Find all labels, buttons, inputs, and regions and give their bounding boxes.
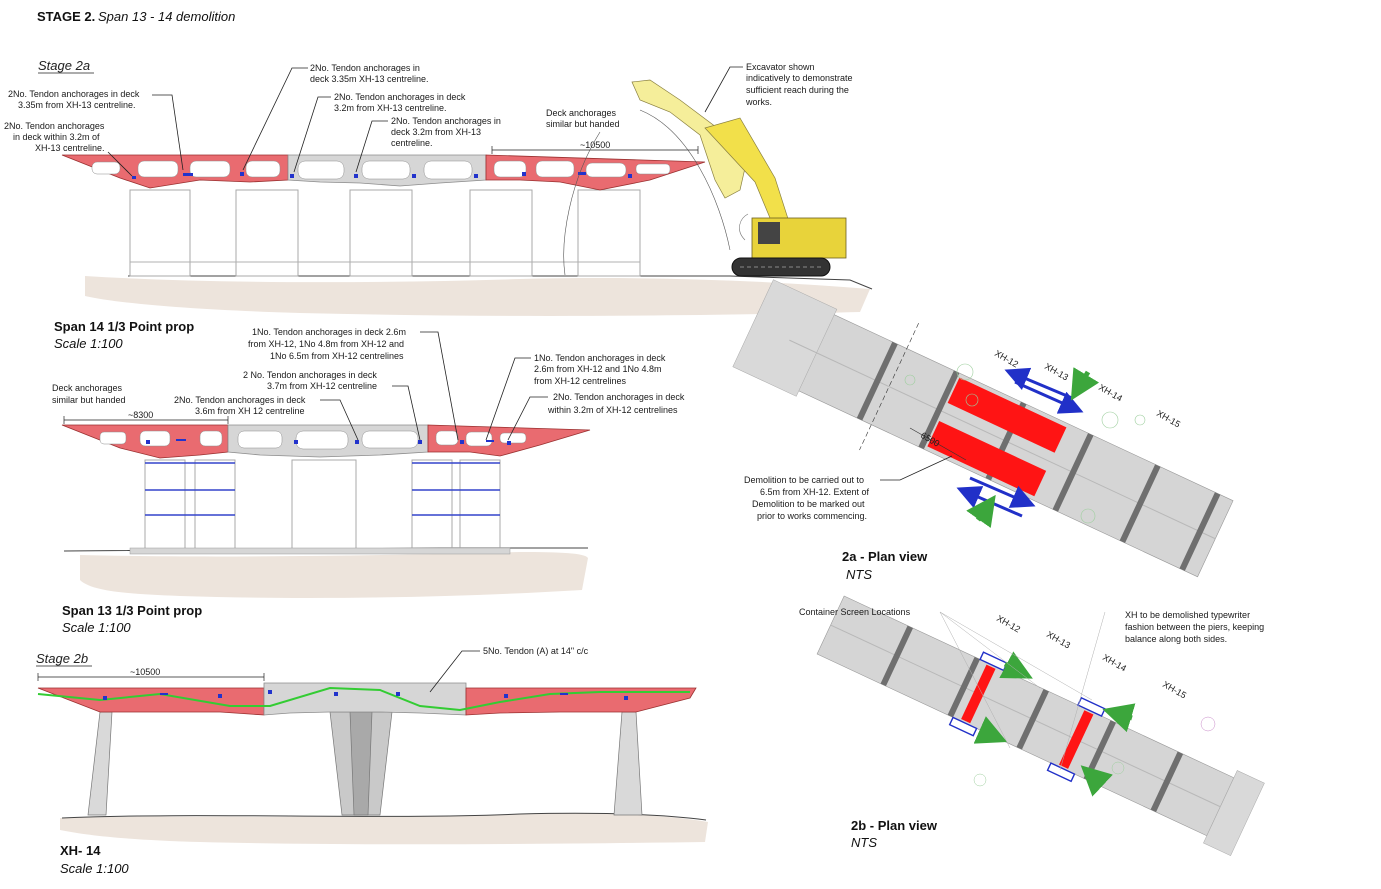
svg-text:3.7m from XH-12 centreline: 3.7m from XH-12 centreline [267, 381, 377, 391]
svg-text:1No. Tendon anchorages in deck: 1No. Tendon anchorages in deck 2.6m [252, 327, 406, 337]
plan-2a-heading: 2a - Plan view [842, 549, 928, 564]
svg-text:XH-13 centreline.: XH-13 centreline. [35, 143, 105, 153]
tendon-note: 5No. Tendon (A) at 14" c/c [483, 646, 589, 656]
span13-scale: Scale 1:100 [62, 620, 131, 635]
svg-text:XH-13: XH-13 [1043, 361, 1070, 382]
plant-arrows-2b [973, 651, 1136, 797]
traffic-arrows-2a [956, 367, 1100, 528]
svg-text:indicatively to demonstrate: indicatively to demonstrate [746, 73, 853, 83]
stage-2a-annotations: 2No. Tendon anchorages in deck 3.35m fro… [4, 62, 853, 276]
svg-text:similar but handed: similar but handed [52, 395, 126, 405]
svg-text:XH to be demolished typewriter: XH to be demolished typewriter [1125, 610, 1250, 620]
svg-text:XH-14: XH-14 [1101, 652, 1128, 673]
ground-2b [60, 813, 708, 845]
svg-text:XH-15: XH-15 [1161, 679, 1188, 700]
stage-2b-elevation: Stage 2b ~10500 5No. Tendon (A) at 14" c… [36, 646, 708, 876]
svg-text:3.2m from XH-13 centreline.: 3.2m from XH-13 centreline. [334, 103, 447, 113]
stage-2a-label: Stage 2a [38, 58, 90, 73]
svg-text:Deck anchorages: Deck anchorages [52, 383, 123, 393]
span14-scale: Scale 1:100 [54, 336, 123, 351]
svg-text:2No. Tendon anchorages in: 2No. Tendon anchorages in [391, 116, 501, 126]
svg-text:works.: works. [745, 97, 772, 107]
xh14-scale: Scale 1:100 [60, 861, 129, 876]
svg-text:2No. Tendon anchorages in: 2No. Tendon anchorages in [310, 63, 420, 73]
svg-text:Excavator shown: Excavator shown [746, 62, 815, 72]
svg-text:sufficient reach during the: sufficient reach during the [746, 85, 849, 95]
plan-2a-scale: NTS [846, 567, 872, 582]
span14-heading: Span 14 1/3 Point prop [54, 319, 194, 334]
plan-view-2b: XH-12 XH-13 XH-14 XH-15 Container Screen… [799, 595, 1265, 857]
xh14-heading: XH- 14 [60, 843, 101, 858]
svg-text:3.35m from XH-13 centreline.: 3.35m from XH-13 centreline. [18, 100, 136, 110]
svg-text:2 No. Tendon anchorages in dec: 2 No. Tendon anchorages in deck [243, 370, 377, 380]
excavator-illustration [631, 79, 847, 277]
plan-2b-note: XH to be demolished typewriter fashion b… [1125, 610, 1264, 644]
svg-text:XH-14: XH-14 [1097, 382, 1124, 403]
span13-heading: Span 13 1/3 Point prop [62, 603, 202, 618]
svg-text:Deck anchorages: Deck anchorages [546, 108, 617, 118]
span-13-elevation: 1No. Tendon anchorages in deck 2.6m from… [52, 327, 685, 635]
svg-text:centreline.: centreline. [391, 138, 433, 148]
ground-span13 [80, 552, 588, 598]
plan-view-2a: XH-12 XH-13 XH-14 XH-15 6500 Demolition … [732, 279, 1234, 582]
temporary-props-2a [129, 189, 641, 277]
piers-2b [87, 711, 643, 816]
page-title-bold: STAGE 2. [37, 9, 95, 24]
svg-text:2.6m from XH-12 and 1No 4.8m: 2.6m from XH-12 and 1No 4.8m [534, 364, 662, 374]
span-13-annotations: 1No. Tendon anchorages in deck 2.6m from… [52, 327, 685, 441]
svg-text:2No. Tendon anchorages in deck: 2No. Tendon anchorages in deck [174, 395, 306, 405]
svg-text:6.5m from XH-12. Extent of: 6.5m from XH-12. Extent of [760, 487, 870, 497]
deck-demolish-right-2b [465, 687, 697, 716]
svg-text:1No 6.5m from XH-12 centreline: 1No 6.5m from XH-12 centrelines [270, 351, 404, 361]
container-screen-note: Container Screen Locations [799, 607, 911, 617]
svg-text:from XH-12 centrelines: from XH-12 centrelines [534, 376, 627, 386]
svg-text:2No. Tendon anchorages in deck: 2No. Tendon anchorages in deck [553, 392, 685, 402]
svg-text:deck 3.35m XH-13 centreline.: deck 3.35m XH-13 centreline. [310, 74, 429, 84]
stage-2a-elevation: Stage 2a [4, 58, 873, 351]
svg-text:deck 3.2m from XH-13: deck 3.2m from XH-13 [391, 127, 481, 137]
svg-text:3.6m from XH 12 centreline: 3.6m from XH 12 centreline [195, 406, 305, 416]
svg-text:2No. Tendon anchorages in deck: 2No. Tendon anchorages in deck [8, 89, 140, 99]
plan-2b-heading: 2b - Plan view [851, 818, 938, 833]
plan-2a-note: Demolition to be carried out to 6.5m fro… [744, 455, 953, 521]
svg-text:XH-13: XH-13 [1045, 629, 1072, 650]
svg-text:~8300: ~8300 [128, 410, 153, 420]
svg-text:balance along both sides.: balance along both sides. [1125, 634, 1227, 644]
svg-text:XH-12: XH-12 [993, 348, 1020, 369]
svg-text:XH-15: XH-15 [1155, 408, 1182, 429]
page-title: STAGE 2. Span 13 - 14 demolition [37, 9, 235, 24]
stage-2b-label: Stage 2b [36, 651, 88, 666]
temporary-props-span13 [129, 459, 511, 555]
ground-2a [85, 276, 870, 316]
svg-text:XH-12: XH-12 [995, 613, 1022, 634]
svg-text:from XH-12, 1No 4.8m from XH-1: from XH-12, 1No 4.8m from XH-12 and [248, 339, 404, 349]
svg-text:1No. Tendon anchorages in deck: 1No. Tendon anchorages in deck [534, 353, 666, 363]
svg-text:Demolition to be marked out: Demolition to be marked out [752, 499, 865, 509]
svg-text:2No. Tendon anchorages: 2No. Tendon anchorages [4, 121, 105, 131]
svg-text:in deck within 3.2m of: in deck within 3.2m of [13, 132, 100, 142]
stage-2b-dimension: ~10500 [130, 667, 160, 677]
plan-2b-scale: NTS [851, 835, 877, 850]
svg-text:Demolition to be carried out t: Demolition to be carried out to [744, 475, 864, 485]
deck-demolish-left-2b [37, 687, 265, 716]
svg-text:2No. Tendon anchorages in deck: 2No. Tendon anchorages in deck [334, 92, 466, 102]
page-title-italic: Span 13 - 14 demolition [98, 9, 235, 24]
svg-text:within 3.2m of XH-12 centrelin: within 3.2m of XH-12 centrelines [547, 405, 678, 415]
svg-text:~10500: ~10500 [580, 140, 610, 150]
svg-text:prior to works commencing.: prior to works commencing. [757, 511, 867, 521]
svg-text:similar but handed: similar but handed [546, 119, 620, 129]
svg-text:fashion between the piers, kee: fashion between the piers, keeping [1125, 622, 1264, 632]
